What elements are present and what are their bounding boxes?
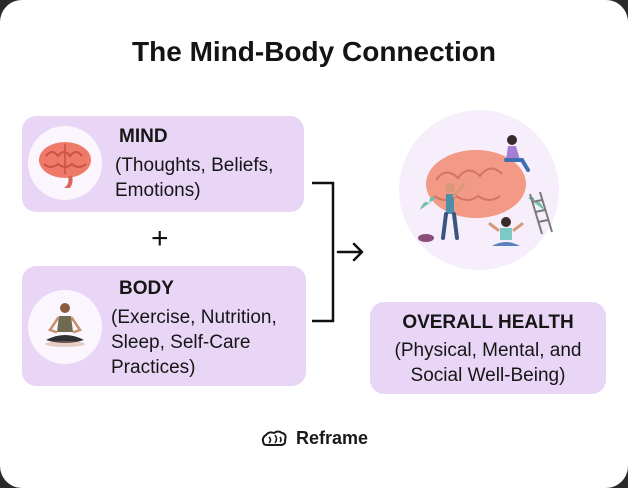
plus-sign: + (151, 222, 169, 255)
overall-health-illustration (399, 110, 559, 270)
page-title: The Mind-Body Connection (132, 36, 496, 67)
mind-title: MIND (119, 126, 168, 147)
footer-brand-label: Reframe (295, 428, 369, 448)
arrow-right-icon (336, 242, 364, 262)
overall-health-description: (Physical, Mental, and Social Well-Being… (394, 340, 582, 386)
mind-box: MIND (Thoughts, Beliefs, Emotions) (22, 116, 304, 212)
mind-description: (Thoughts, Beliefs, Emotions) (115, 155, 274, 201)
mind-icon-circle (28, 126, 102, 200)
brain-icon (39, 142, 91, 188)
body-box: BODY (Exercise, Nutrition, Sleep, Self-C… (22, 266, 306, 386)
body-description: (Exercise, Nutrition, Sleep, Self-Care P… (111, 307, 277, 378)
meditation-person-icon (45, 303, 85, 347)
footer-brand: Reframe (0, 428, 628, 449)
overall-health-box (370, 302, 606, 394)
body-icon-circle (28, 290, 102, 364)
body-title: BODY (119, 278, 174, 299)
reframe-logo-icon (261, 430, 287, 446)
overall-health-title: OVERALL HEALTH (402, 312, 574, 333)
